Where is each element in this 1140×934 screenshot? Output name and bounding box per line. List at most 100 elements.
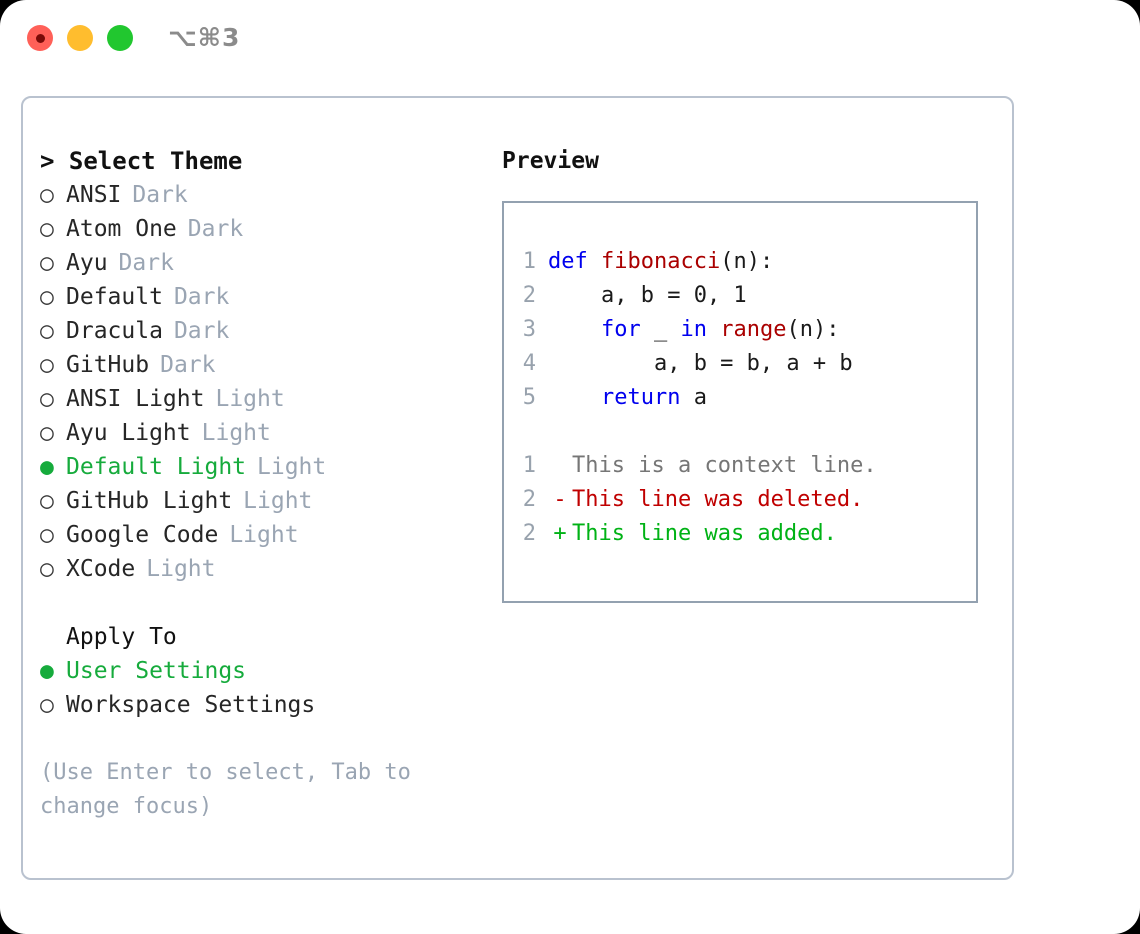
minimize-button[interactable] (67, 25, 93, 51)
code-text: a, b = b, a + b (548, 347, 853, 381)
theme-option-label: Default Light (66, 454, 247, 480)
code-line: 2 a, b = 0, 1 (504, 279, 976, 313)
radio-unselected-icon[interactable]: ○ (40, 318, 54, 344)
line-number: 2 (522, 487, 536, 512)
radio-unselected-icon[interactable]: ○ (40, 250, 54, 276)
close-button[interactable] (27, 25, 53, 51)
line-number: 4 (522, 351, 536, 376)
theme-option[interactable]: ○ Default Dark (40, 280, 480, 314)
diff-text: This line was deleted. (572, 487, 864, 512)
code-token: in (680, 317, 707, 342)
code-token: fibonacci (601, 249, 721, 274)
theme-option-tag: Dark (132, 182, 188, 208)
title-bar: ⌥⌘3 (0, 0, 1140, 78)
code-line: 5 return a (504, 381, 976, 415)
code-token: def (548, 249, 588, 274)
apply-to-list[interactable]: ● User Settings ○Workspace Settings (40, 654, 480, 722)
zoom-button[interactable] (107, 25, 133, 51)
theme-option-tag: Dark (118, 250, 174, 276)
theme-option-label: GitHub (66, 352, 150, 378)
theme-option-tag: Dark (173, 284, 230, 310)
theme-option-label: Default (66, 284, 163, 310)
code-text: return a (548, 381, 707, 415)
code-token (707, 317, 720, 342)
code-line: 3 for _ in range(n): (504, 313, 976, 347)
diff-line: 2+This line was added. (504, 517, 976, 551)
theme-option[interactable]: ○ Dracula Dark (40, 314, 480, 348)
radio-unselected-icon[interactable]: ○ (40, 556, 54, 582)
theme-option-tag: Light (257, 454, 327, 480)
theme-option-label: Ayu (66, 250, 108, 276)
line-number: 2 (522, 283, 536, 308)
diff-marker: - (553, 487, 567, 512)
theme-option[interactable]: ● Default Light Light (40, 450, 480, 484)
theme-option-label: Ayu Light (66, 420, 191, 446)
line-number: 5 (522, 385, 536, 410)
apply-to-option[interactable]: ○Workspace Settings (40, 688, 480, 722)
code-text: def fibonacci(n): (548, 245, 773, 279)
theme-option-tag: Light (215, 386, 285, 412)
help-text: (Use Enter to select, Tab to change focu… (40, 760, 411, 819)
theme-option-tag: Light (243, 488, 313, 514)
theme-option[interactable]: ○ Ayu Light Light (40, 416, 480, 450)
theme-option-label: GitHub Light (66, 488, 233, 514)
line-number: 1 (522, 249, 536, 274)
code-diff-spacer (504, 415, 976, 449)
theme-option-label: ANSI (66, 182, 122, 208)
theme-option-label: Atom One (66, 216, 177, 242)
diff-sample: 1 This is a context line.2-This line was… (504, 449, 976, 551)
line-number: 1 (522, 453, 536, 478)
apply-to-heading: Apply To (66, 624, 177, 650)
radio-unselected-icon[interactable]: ○ (40, 488, 54, 514)
window-controls (27, 25, 133, 51)
theme-option-tag: Light (201, 420, 271, 446)
radio-unselected-icon[interactable]: ○ (40, 522, 54, 548)
code-token (548, 317, 601, 342)
theme-option[interactable]: ○ GitHub Dark (40, 348, 480, 382)
line-number: 2 (522, 521, 536, 546)
radio-selected-icon[interactable]: ● (40, 658, 54, 684)
radio-unselected-icon[interactable]: ○ (40, 352, 54, 378)
radio-unselected-icon[interactable]: ○ (40, 182, 54, 208)
code-text: for _ in range(n): (548, 313, 839, 347)
page-title: > Select Theme (40, 147, 243, 175)
code-token: for (600, 317, 641, 342)
radio-unselected-icon[interactable]: ○ (40, 386, 54, 412)
radio-unselected-icon[interactable]: ○ (40, 420, 54, 446)
code-token: _ (640, 317, 681, 342)
apply-to-section: Apply To ● User Settings ○Workspace Settin… (40, 620, 480, 722)
theme-option-tag: Dark (160, 352, 216, 378)
code-token: range (720, 317, 787, 342)
theme-option-label: Dracula (66, 318, 163, 344)
radio-selected-icon[interactable]: ● (40, 454, 54, 480)
diff-marker (548, 449, 572, 483)
code-line: 4 a, b = b, a + b (504, 347, 976, 381)
apply-to-option-label: User Settings (66, 658, 247, 684)
diff-marker: + (553, 521, 567, 546)
radio-unselected-icon[interactable]: ○ (40, 692, 54, 718)
radio-unselected-icon[interactable]: ○ (40, 216, 54, 242)
preview-title: Preview (502, 148, 599, 174)
theme-option[interactable]: ○ GitHub Light Light (40, 484, 480, 518)
radio-unselected-icon[interactable]: ○ (40, 284, 54, 310)
code-line: 1 def fibonacci(n): (504, 245, 976, 279)
code-text: a, b = 0, 1 (548, 279, 747, 313)
theme-option[interactable]: ○ Ayu Dark (40, 246, 480, 280)
theme-option-tag: Dark (173, 318, 230, 344)
keyboard-shortcut-label: ⌥⌘3 (168, 23, 241, 52)
theme-option-tag: Light (146, 556, 216, 582)
code-token: (n): (720, 249, 774, 274)
theme-option[interactable]: ○ ANSI Dark (40, 178, 480, 212)
code-token: a, b = b, a + b (548, 351, 853, 376)
apply-to-option[interactable]: ● User Settings (40, 654, 480, 688)
code-token (548, 385, 601, 410)
